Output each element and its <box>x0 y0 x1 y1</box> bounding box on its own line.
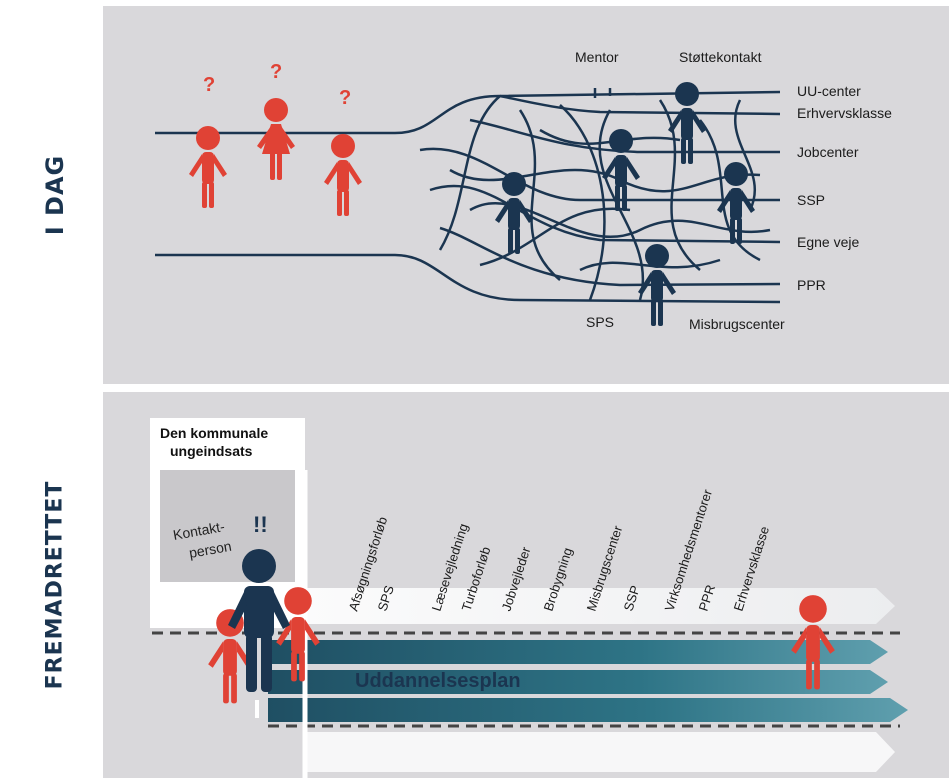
label-own-ways: Egne veje <box>797 234 859 250</box>
exclamation-mark: !! <box>253 512 268 537</box>
professionals-group <box>495 82 755 326</box>
professional-icon <box>495 172 533 254</box>
question-mark: ? <box>339 87 351 109</box>
label-addiction-center: Misbrugscenter <box>689 316 785 332</box>
label-ppr: PPR <box>797 277 826 293</box>
contact-person-line2: person <box>188 538 233 561</box>
plan-arrow <box>268 640 888 664</box>
section-label-future-column: FREMADRETTET <box>6 392 103 778</box>
label-sps: SPS <box>586 314 614 330</box>
education-plan-label: Uddannelsesplan <box>355 670 521 692</box>
label-mentor: Mentor <box>575 49 619 65</box>
question-mark: ? <box>270 61 282 83</box>
label-vocational-class: Erhvervsklasse <box>797 105 892 121</box>
future-arrow <box>305 732 895 772</box>
offers-ribbon <box>150 588 895 624</box>
label-ssp: SSP <box>797 192 825 208</box>
youth-icon <box>189 126 227 208</box>
bottom-people <box>208 549 835 704</box>
confused-youth-group <box>189 98 362 216</box>
label-jobcenter: Jobcenter <box>797 144 859 160</box>
question-mark: ? <box>203 74 215 96</box>
contact-person-icon <box>242 549 276 583</box>
professional-icon <box>638 244 676 326</box>
youth-icon <box>257 98 295 180</box>
label-support-contact: Støttekontakt <box>679 49 762 65</box>
section-label-today-column: I DAG <box>6 6 103 384</box>
plan-arrow <box>268 698 908 722</box>
youth-icon <box>324 134 362 216</box>
today-panel <box>103 6 949 384</box>
box-title-line1: Den kommunale <box>160 425 268 441</box>
plan-arrow <box>268 670 888 694</box>
label-uu-center: UU-center <box>797 83 861 99</box>
box-title-line2: ungeindsats <box>170 443 253 459</box>
